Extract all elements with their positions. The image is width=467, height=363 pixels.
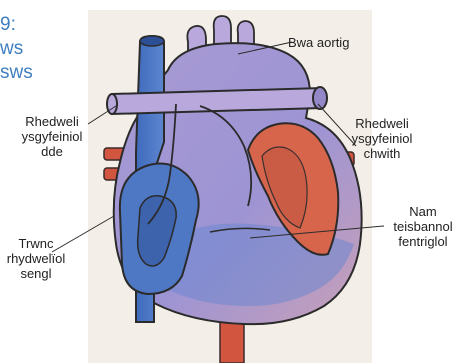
- label-nam-line-3: fentriglol: [386, 234, 460, 249]
- label-rhedweli-chwith-line-2: ysgyfeiniol: [346, 131, 418, 146]
- label-rhedweli-dde-line-2: ysgyfeiniol: [20, 129, 84, 144]
- label-trwnc-line-3: sengl: [6, 266, 66, 281]
- label-trwnc-line-2: rhydwelïol: [6, 251, 66, 266]
- label-rhedweli-dde-line-3: dde: [20, 144, 84, 159]
- label-nam-line-1: Nam: [386, 204, 460, 219]
- label-rhedweli-chwith-line-1: Rhedweli: [346, 116, 418, 131]
- label-trwnc-line-1: Trwnc: [6, 236, 66, 251]
- vena-cava-opening: [140, 36, 164, 46]
- label-rhedweli-dde: Rhedweli ysgyfeiniol dde: [20, 114, 84, 159]
- label-bwa-aortig-text: Bwa aortig: [288, 35, 349, 50]
- label-bwa-aortig: Bwa aortig: [288, 35, 349, 50]
- label-rhedweli-chwith-line-3: chwith: [346, 146, 418, 161]
- label-rhedweli-chwith: Rhedweli ysgyfeiniol chwith: [346, 116, 418, 161]
- label-nam-line-2: teisbannol: [386, 219, 460, 234]
- label-trwnc: Trwnc rhydwelïol sengl: [6, 236, 66, 281]
- label-nam: Nam teisbannol fentriglol: [386, 204, 460, 249]
- label-rhedweli-dde-line-1: Rhedweli: [20, 114, 84, 129]
